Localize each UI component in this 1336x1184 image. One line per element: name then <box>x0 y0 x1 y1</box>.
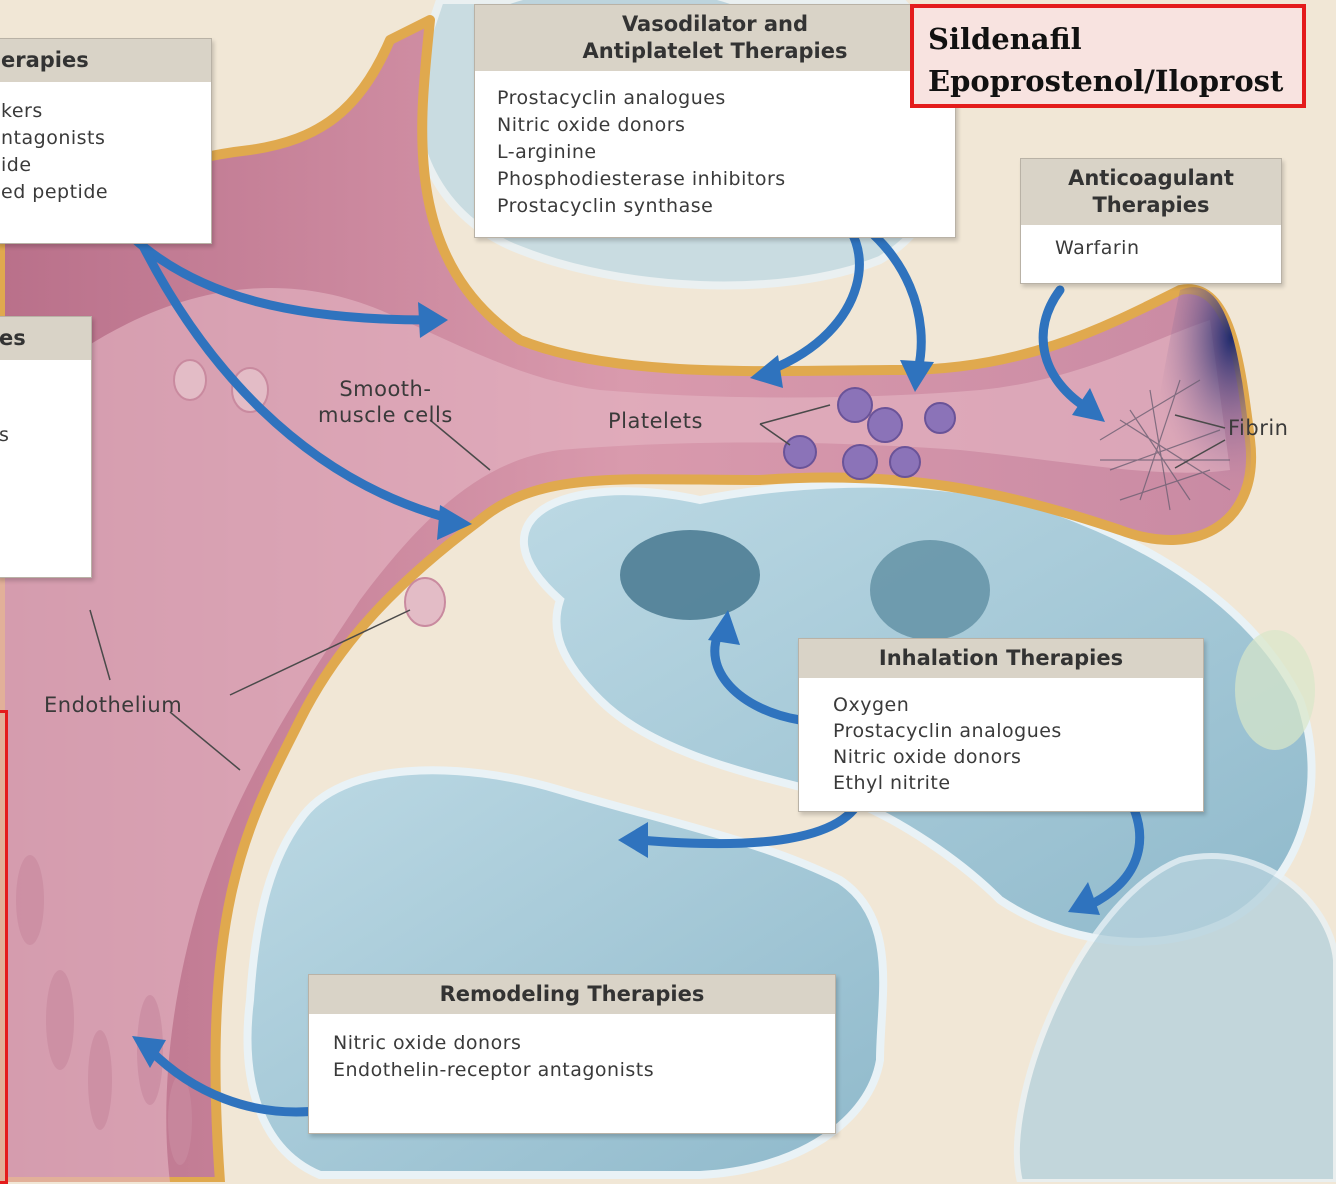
callout-line-epoprostenol: Epoprostenol/Iloprost <box>928 60 1288 102</box>
box-inhalation-item: Nitric oxide donors <box>833 744 1183 770</box>
box-inhalation-item: Oxygen <box>833 692 1183 718</box>
label-platelets: Platelets <box>608 408 703 434</box>
box-remodeling-title: Remodeling Therapies <box>309 975 835 1014</box>
callout-line-sildenafil: Sildenafil <box>928 18 1288 60</box>
highlight-frame-left <box>0 710 8 1184</box>
box-vasodilator-therapies: Vasodilator and Antiplatelet Therapies P… <box>474 4 956 238</box>
box-vasodilator-item: L-arginine <box>497 139 935 166</box>
box-topleft-title: erapies <box>0 39 211 82</box>
box-remodeling-item: Nitric oxide donors <box>333 1030 815 1057</box>
box-inhalation-title: Inhalation Therapies <box>799 639 1203 678</box>
box-inhalation-therapies: Inhalation Therapies Oxygen Prostacyclin… <box>798 638 1204 812</box>
box-topleft-item: kers <box>1 98 201 125</box>
box-remodeling-item: Endothelin-receptor antagonists <box>333 1057 815 1084</box>
box-vasodilator-item: Prostacyclin synthase <box>497 193 935 220</box>
box-inhalation-item: Prostacyclin analogues <box>833 718 1183 744</box>
box-vasodilator-item: Prostacyclin analogues <box>497 85 935 112</box>
box-vasodilator-item: Phosphodiesterase inhibitors <box>497 166 935 193</box>
box-anticoagulant-item: Warfarin <box>1055 235 1261 262</box>
box-midleft-therapies: es s <box>0 316 92 578</box>
box-midleft-item: s <box>0 422 87 449</box>
highlight-callout: Sildenafil Epoprostenol/Iloprost <box>910 4 1306 108</box>
box-midleft-title: es <box>0 317 91 360</box>
box-topleft-item: ed peptide <box>1 179 201 206</box>
box-topleft-therapies: erapies kers ntagonists ide ed peptide <box>0 38 212 244</box>
box-vasodilator-title: Vasodilator and Antiplatelet Therapies <box>475 5 955 71</box>
box-topleft-item: ntagonists <box>1 125 201 152</box>
box-anticoagulant-therapies: Anticoagulant Therapies Warfarin <box>1020 158 1282 284</box>
label-endothelium: Endothelium <box>44 692 182 718</box>
box-vasodilator-item: Nitric oxide donors <box>497 112 935 139</box>
box-remodeling-therapies: Remodeling Therapies Nitric oxide donors… <box>308 974 836 1134</box>
label-fibrin: Fibrin <box>1228 415 1289 441</box>
box-inhalation-item: Ethyl nitrite <box>833 770 1183 796</box>
box-topleft-item: ide <box>1 152 201 179</box>
label-smooth-muscle-cells: Smooth- muscle cells <box>318 376 453 428</box>
box-anticoagulant-title: Anticoagulant Therapies <box>1021 159 1281 225</box>
